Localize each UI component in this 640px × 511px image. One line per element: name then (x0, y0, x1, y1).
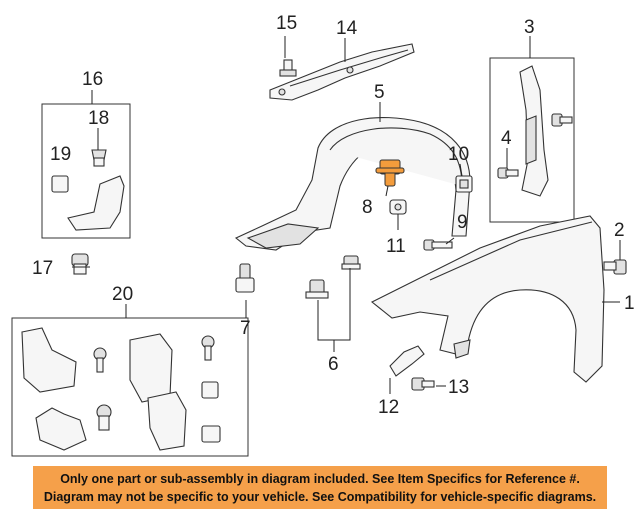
part-6-clip-a (341, 255, 361, 270)
part-2-bolt (603, 259, 627, 275)
callout-2: 2 (614, 220, 625, 241)
part-19-nut (51, 175, 69, 193)
part-20-screw-a (93, 347, 107, 373)
part-20-clip (96, 404, 112, 431)
callout-12: 12 (378, 397, 399, 418)
part-20-group-box (11, 317, 249, 457)
callout-16: 16 (82, 69, 103, 90)
callout-1: 1 (624, 293, 635, 314)
callout-20: 20 (112, 284, 133, 305)
part-20-mud-flap-d (147, 391, 187, 451)
callout-9: 9 (457, 212, 468, 233)
part-5-fender-liner (234, 117, 471, 251)
callout-7: 7 (240, 318, 251, 339)
callout-5: 5 (374, 82, 385, 103)
part-15-bolt (279, 59, 297, 77)
leader-lines (72, 36, 621, 394)
callout-11: 11 (386, 236, 406, 257)
diagram-canvas: 15 14 3 16 5 18 4 19 10 8 9 2 11 17 20 1… (11, 13, 635, 457)
notice-line-1: Only one part or sub-assembly in diagram… (60, 472, 580, 486)
part-14-fender-bracket (269, 43, 415, 101)
part-11-nut (389, 199, 407, 215)
callout-8: 8 (362, 197, 373, 218)
part-7-clip (235, 263, 255, 293)
callout-17: 17 (32, 258, 53, 279)
part-4-screw (497, 167, 519, 179)
part-16-mud-guard (67, 175, 125, 231)
part-3-fender-bracket (519, 65, 549, 197)
callout-13: 13 (448, 377, 469, 398)
part-3-group-box (489, 57, 575, 223)
part-20-mud-flap-a (21, 327, 77, 393)
callout-10: 10 (448, 144, 469, 165)
part-20-mud-flap-c (129, 333, 173, 403)
part-20-nut-b (201, 425, 221, 443)
part-12-bracket (389, 345, 425, 377)
part-17-clip (71, 253, 89, 275)
part-1-front-fender (370, 215, 605, 383)
part-16-group-box (41, 103, 131, 239)
callout-18: 18 (88, 108, 109, 129)
part-9-bolt (423, 239, 453, 251)
callout-4: 4 (501, 128, 512, 149)
part-8-clip-highlighted (375, 159, 405, 187)
notice-line-2: Diagram may not be specific to your vehi… (43, 490, 597, 504)
part-6-clip-b (305, 279, 329, 299)
part-13-bolt (411, 377, 435, 391)
callout-labels: 15 14 3 16 5 18 4 19 10 8 9 2 11 17 20 1… (32, 13, 635, 418)
part-20-nut-a (201, 381, 219, 399)
part-20-mud-flap-b (35, 407, 87, 451)
callout-14: 14 (336, 18, 358, 39)
callout-6: 6 (328, 354, 339, 375)
callout-19: 19 (50, 144, 71, 165)
part-3-screw (551, 113, 573, 127)
part-18-screw (91, 149, 107, 167)
notice-banner: Only one part or sub-assembly in diagram… (33, 466, 607, 509)
part-20-screw-b (201, 335, 215, 361)
part-10-clip (455, 175, 473, 193)
callout-3: 3 (524, 17, 535, 38)
callout-15: 15 (276, 13, 297, 34)
